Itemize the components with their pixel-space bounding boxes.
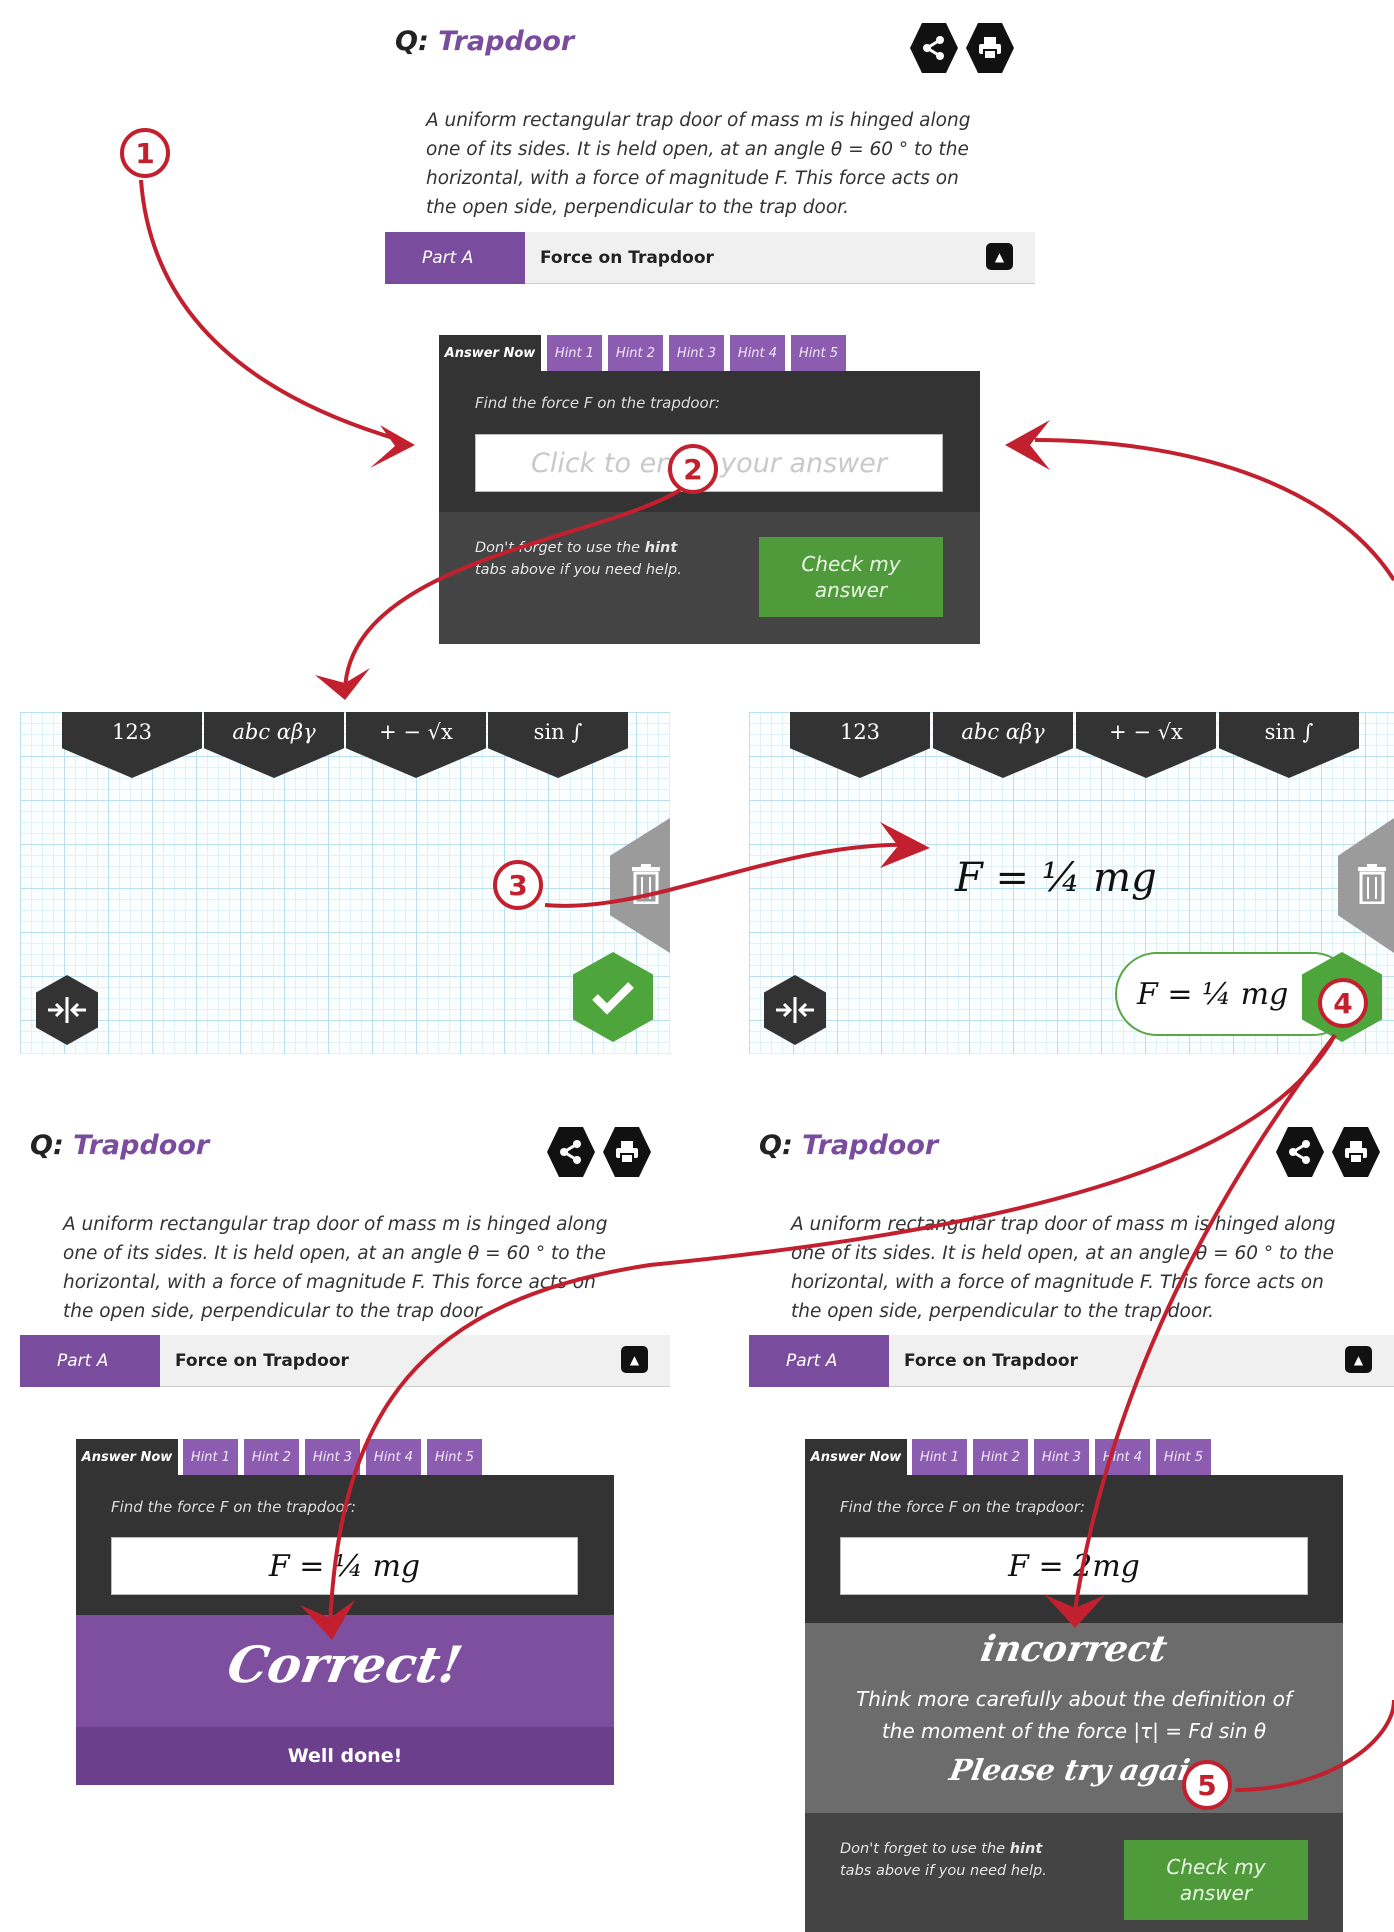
- part-label: Part A: [749, 1335, 889, 1387]
- part-bar[interactable]: Part A Force on Trapdoor ▲: [20, 1335, 670, 1387]
- question-header-incorrect: Q: Trapdoor: [759, 1126, 1389, 1177]
- part-title: Force on Trapdoor: [175, 1351, 349, 1371]
- part-title: Force on Trapdoor: [540, 248, 714, 268]
- tab-hint-2[interactable]: Hint 2: [244, 1439, 299, 1475]
- tab-bar-top: Answer Now Hint 1 Hint 2 Hint 3 Hint 4 H…: [439, 335, 859, 371]
- chevron-up-icon[interactable]: ▲: [986, 243, 1013, 270]
- tab-hint-3[interactable]: Hint 3: [1034, 1439, 1089, 1475]
- step-marker-2: 2: [668, 444, 718, 494]
- tab-hint-5[interactable]: Hint 5: [1156, 1439, 1211, 1475]
- check-answer-button[interactable]: Check my answer: [759, 537, 943, 617]
- question-header-correct: Q: Trapdoor: [30, 1126, 660, 1177]
- answer-field-correct[interactable]: F = ¼ mg: [111, 1537, 578, 1595]
- tab-hint-1[interactable]: Hint 1: [183, 1439, 238, 1475]
- question-text: A uniform rectangular trap door of mass …: [426, 110, 971, 218]
- tab-hint-4[interactable]: Hint 4: [366, 1439, 421, 1475]
- incorrect-banner: [805, 1623, 1343, 1813]
- answer-prompt: Find the force F on the trapdoor:: [840, 1498, 1085, 1516]
- arrow-2: [343, 488, 682, 691]
- arrow-3: [544, 842, 916, 908]
- part-label: Part A: [385, 232, 525, 284]
- correct-banner: [76, 1615, 614, 1727]
- part-bar[interactable]: Part A Force on Trapdoor ▲: [385, 232, 1035, 284]
- tab-hint-5[interactable]: Hint 5: [791, 335, 846, 371]
- tab-hint-2[interactable]: Hint 2: [973, 1439, 1028, 1475]
- part-title: Force on Trapdoor: [904, 1351, 1078, 1371]
- question-text: A uniform rectangular trap door of mass …: [63, 1214, 608, 1322]
- tab-hint-3[interactable]: Hint 3: [305, 1439, 360, 1475]
- question-title: Q: Trapdoor: [395, 26, 575, 57]
- tab-hint-1[interactable]: Hint 1: [547, 335, 602, 371]
- step-marker-1: 1: [120, 128, 170, 178]
- hint-reminder: Don't forget to use the hint tabs above …: [840, 1841, 1047, 1879]
- arrow-1: [139, 179, 401, 442]
- step-marker-5: 5: [1182, 1760, 1232, 1810]
- tab-answer-now[interactable]: Answer Now: [805, 1439, 907, 1475]
- tab-answer-now[interactable]: Answer Now: [76, 1439, 178, 1475]
- answer-prompt: Find the force F on the trapdoor:: [475, 394, 720, 412]
- arrow-5: [1034, 438, 1394, 1792]
- part-label: Part A: [20, 1335, 160, 1387]
- tab-bar-correct: Answer Now Hint 1 Hint 2 Hint 3 Hint 4 H…: [76, 1439, 496, 1475]
- tab-answer-now[interactable]: Answer Now: [439, 335, 541, 371]
- share-icon[interactable]: [910, 23, 958, 73]
- chevron-up-icon[interactable]: ▲: [1345, 1346, 1372, 1373]
- incorrect-message: Think more carefully about the definitio…: [856, 1687, 1292, 1743]
- tab-hint-3[interactable]: Hint 3: [669, 335, 724, 371]
- entered-expression: F = ¼ mg: [955, 855, 1157, 901]
- question-title: Q: Trapdoor: [759, 1130, 939, 1161]
- step-marker-4: 4: [1318, 978, 1368, 1028]
- arrow-4b: [1073, 1033, 1337, 1611]
- tab-hint-4[interactable]: Hint 4: [730, 335, 785, 371]
- step-marker-3: 3: [493, 860, 543, 910]
- tab-hint-5[interactable]: Hint 5: [427, 1439, 482, 1475]
- print-icon[interactable]: [966, 23, 1014, 73]
- question-title: Q: Trapdoor: [30, 1130, 210, 1161]
- part-bar[interactable]: Part A Force on Trapdoor ▲: [749, 1335, 1394, 1387]
- hint-reminder: Don't forget to use the hint tabs above …: [475, 540, 682, 578]
- correct-message: Well done!: [76, 1727, 614, 1785]
- question-header-top: Q: Trapdoor: [395, 22, 1035, 73]
- answer-prompt: Find the force F on the trapdoor:: [111, 1498, 356, 1516]
- chevron-up-icon[interactable]: ▲: [621, 1346, 648, 1373]
- tab-hint-1[interactable]: Hint 1: [912, 1439, 967, 1475]
- arrow-4a: [328, 1034, 1337, 1626]
- check-answer-button[interactable]: Check my answer: [1124, 1840, 1308, 1920]
- answer-field-incorrect[interactable]: F = 2mg: [840, 1537, 1308, 1595]
- tab-hint-2[interactable]: Hint 2: [608, 335, 663, 371]
